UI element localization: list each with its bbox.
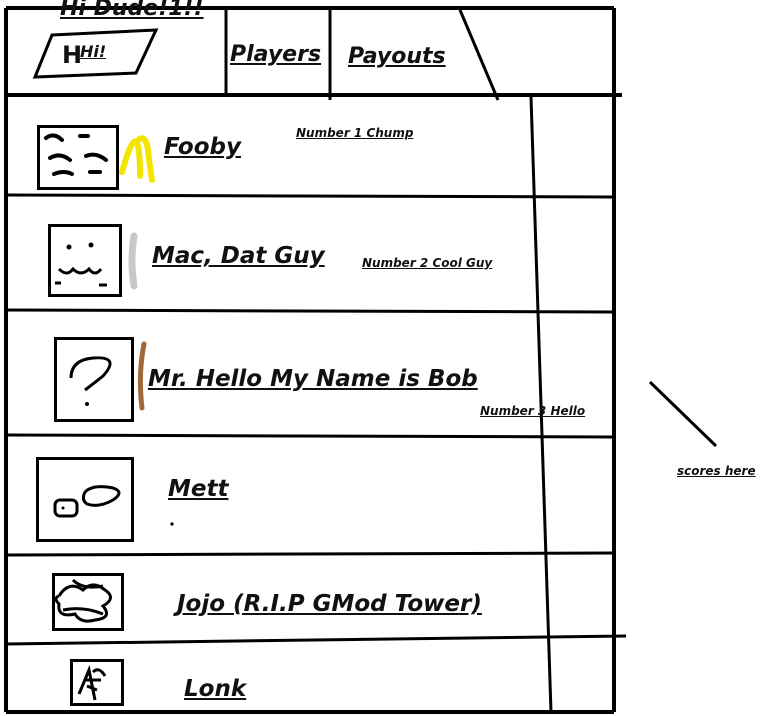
player-rank: Number 1 Chump (296, 126, 414, 140)
player-rank: Number 2 Cool Guy (362, 256, 493, 270)
avatar (37, 125, 119, 190)
avatar (70, 659, 124, 706)
side-note: scores here (677, 464, 756, 478)
avatar (52, 573, 124, 631)
question-mark-icon (69, 356, 112, 406)
tab-payouts[interactable]: Payouts (348, 44, 446, 69)
badge-text: Hi! (80, 42, 107, 61)
scribble-doodle-icon (77, 664, 107, 701)
blob-doodle-icon (53, 485, 121, 518)
avatar (36, 457, 134, 542)
face-doodle-icon (44, 133, 108, 176)
tab-players[interactable]: Players (230, 42, 322, 67)
avatar (48, 224, 122, 297)
player-name: Mett (168, 476, 229, 502)
player-name: Fooby (164, 134, 241, 160)
avatar (54, 337, 134, 422)
player-name: Mac, Dat Guy (152, 243, 325, 269)
player-name: Lonk (184, 676, 247, 702)
scribble-doodle-icon (54, 578, 112, 623)
player-name: Jojo (R.I.P GMod Tower) (177, 591, 482, 617)
page-title: Hi Dude!1!! (60, 0, 204, 21)
badge-letter: H (62, 41, 83, 69)
face-doodle-icon (55, 242, 107, 287)
player-rank: Number 3 Hello (480, 404, 586, 418)
player-name: Mr. Hello My Name is Bob (148, 366, 478, 392)
